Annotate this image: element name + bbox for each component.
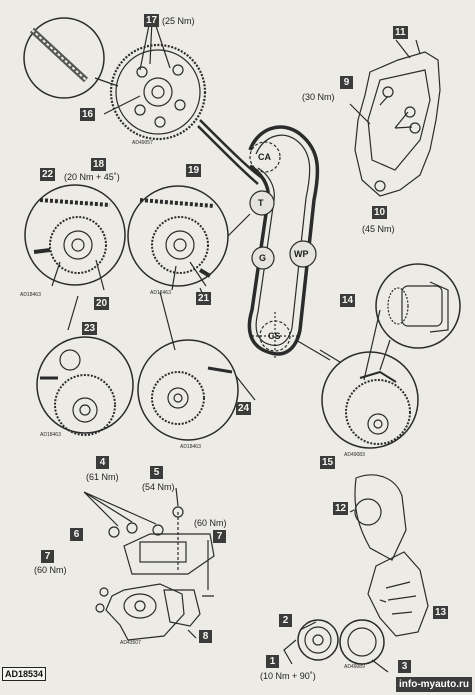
pulley-label-cs: CS <box>268 331 281 341</box>
callout-3: 3 <box>398 660 411 673</box>
locking-pin-inset <box>23 17 119 99</box>
callout-24: 24 <box>236 402 252 415</box>
tensioner-check-inset-right <box>137 339 256 441</box>
callout-23: 23 <box>82 322 98 335</box>
torque-18: (20 Nm + 45˚) <box>64 172 120 182</box>
ref-crank-pulley: AD49089 <box>344 664 365 670</box>
figure-id: AD18534 <box>2 667 47 681</box>
torque-17: (25 Nm) <box>162 16 195 26</box>
pulley-label-ca: CA <box>258 152 271 162</box>
callout-14: 14 <box>340 294 356 307</box>
torque-5: (54 Nm) <box>142 482 175 492</box>
ref-camsprocket: AD49057 <box>132 140 153 146</box>
ref-tensioner-check-right: AD18463 <box>180 444 201 450</box>
torque-4: (61 Nm) <box>86 472 119 482</box>
torque-9: (30 Nm) <box>302 92 335 102</box>
callout-4: 4 <box>96 456 109 469</box>
callout-5: 5 <box>150 466 163 479</box>
crank-sprocket <box>295 339 419 449</box>
camshaft-sprocket <box>109 19 207 141</box>
pulley-label-g: G <box>259 253 267 263</box>
tensioner-inset-left <box>24 184 126 291</box>
lower-timing-cover <box>354 474 407 561</box>
callout-2: 2 <box>279 614 292 627</box>
watermark: info-myauto.ru <box>396 677 472 692</box>
callout-22: 22 <box>40 168 56 181</box>
tensioner-inset-right <box>127 185 251 291</box>
guide-pulley <box>251 246 275 270</box>
pulley-label-t: T <box>258 198 264 208</box>
callout-13: 13 <box>433 606 449 619</box>
tensioner-check-inset-left <box>36 336 134 436</box>
engine-bracket <box>349 39 441 197</box>
callout-16: 16 <box>80 108 96 121</box>
cam-pulley <box>249 141 281 173</box>
torque-1: (10 Nm + 90˚) <box>260 671 316 681</box>
crank-tool-inset <box>375 263 461 371</box>
callout-15: 15 <box>320 456 336 469</box>
callout-21: 21 <box>196 292 212 305</box>
callout-10: 10 <box>372 206 388 219</box>
callout-9: 9 <box>340 76 353 89</box>
callout-19: 19 <box>186 164 202 177</box>
torque-7-left: (60 Nm) <box>34 565 67 575</box>
callout-18: 18 <box>91 158 107 171</box>
water-pump-pulley <box>289 240 317 268</box>
rear-timing-cover <box>367 551 429 637</box>
crankshaft-pulley <box>283 619 385 665</box>
engine-mounts <box>95 506 215 641</box>
ref-mounts: AD43507 <box>120 640 141 646</box>
ref-tensioner-check-left: AD18463 <box>40 432 61 438</box>
pulley-label-wp: WP <box>294 249 309 259</box>
callout-1: 1 <box>266 655 279 668</box>
ref-crank: AD49083 <box>344 452 365 458</box>
callout-20: 20 <box>94 297 110 310</box>
ref-tensioner-right: AD18463 <box>150 290 171 296</box>
callout-17: 17 <box>144 14 160 27</box>
callout-7-left: 7 <box>41 550 54 563</box>
callout-12: 12 <box>333 502 349 515</box>
callout-8: 8 <box>199 630 212 643</box>
tensioner-pulley <box>249 190 275 216</box>
callout-7-right: 7 <box>213 530 226 543</box>
torque-7-right: (60 Nm) <box>194 518 227 528</box>
callout-6: 6 <box>70 528 83 541</box>
ref-tensioner-left: AD18463 <box>20 292 41 298</box>
torque-10: (45 Nm) <box>362 224 395 234</box>
callout-11: 11 <box>393 26 408 39</box>
